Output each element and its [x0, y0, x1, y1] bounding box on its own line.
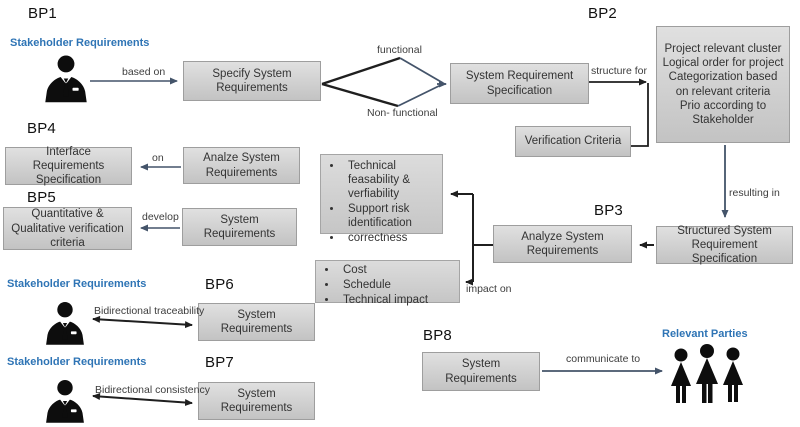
bullet-item: Technical impact — [338, 293, 455, 307]
businessperson-icon — [44, 378, 86, 424]
arrow-label-based-on: based on — [122, 66, 166, 78]
businessperson-icon — [44, 300, 86, 346]
cluster-line: Categorization based on relevant criteri… — [668, 71, 778, 98]
bullet-item: correctness — [343, 231, 438, 245]
box-system-requirements-bp7: System Requirements — [198, 382, 315, 420]
bp2-title: BP2 — [588, 5, 617, 22]
bp4-title: BP4 — [27, 120, 56, 137]
arrow-label-functional: functional — [377, 44, 422, 56]
criteria-bullet-box: Technical feasability & verfiability Sup… — [320, 154, 443, 244]
bp8-title: BP8 — [423, 327, 452, 344]
bp3-title: BP3 — [594, 202, 623, 219]
box-analyze-system-requirements: Analyze System Requirements — [493, 225, 632, 263]
box-verification-criteria: Verification Criteria — [515, 126, 631, 157]
box-quantitative-qualitative-verification-criteria: Quantitative & Qualitative verification … — [3, 207, 132, 250]
box-system-requirement-specification: System Requirement Specification — [450, 63, 589, 104]
bp6-title: BP6 — [205, 276, 234, 293]
box-system-requirements-bp6: System Requirements — [198, 303, 315, 341]
arrow-label-impact-on: impact on — [466, 283, 512, 295]
box-system-requirements-bp8: System Requirements — [422, 352, 540, 391]
arrow-label-communicate-to: communicate to — [566, 353, 641, 365]
arrow-bidirectional-traceability — [92, 315, 193, 329]
people-group-icon — [668, 344, 746, 408]
impact-bullet-box: Cost Schedule Technical impact — [315, 260, 460, 306]
bullet-item: Support risk identification — [343, 202, 438, 230]
box-interface-requirements-specification: Interface Requirements Specification — [5, 146, 132, 186]
arrow-bidirectional-consistency — [92, 393, 193, 406]
box-structured-system-requirement-specification: Structured System Requirement Specificat… — [656, 225, 793, 265]
arrow-label-bidirectional-traceability: Bidirectional traceability — [94, 305, 205, 317]
stakeholder-requirements-label-bp1: Stakeholder Requirements — [10, 37, 150, 49]
cluster-line: Prio according to Stakeholder — [679, 99, 767, 126]
businessperson-icon — [43, 54, 89, 103]
stakeholder-requirements-label-bp7: Stakeholder Requirements — [7, 356, 147, 368]
arrow-label-on: on — [152, 152, 164, 164]
arrow-label-structure-for: structure for — [591, 65, 648, 77]
stakeholder-requirements-label-bp6: Stakeholder Requirements — [7, 278, 147, 290]
box-system-requirements-bp5: System Requirements — [182, 208, 297, 246]
bullet-item: Schedule — [338, 278, 455, 292]
branch-diamond — [321, 56, 447, 108]
bullet-item: Technical feasability & verfiability — [343, 159, 438, 201]
arrow-label-resulting-in: resulting in — [729, 187, 780, 199]
bp7-title: BP7 — [205, 354, 234, 371]
arrow-label-develop: develop — [142, 211, 179, 223]
relevant-parties-label: Relevant Parties — [662, 328, 748, 340]
arrow-label-bidirectional-consistency: Bidirectional consistency — [95, 384, 210, 396]
cluster-line: Project relevant cluster — [664, 43, 782, 56]
bullet-item: Cost — [338, 263, 455, 277]
box-specify-system-requirements: Specify System Requirements — [183, 61, 321, 101]
box-analze-system-requirements: Analze System Requirements — [183, 147, 300, 184]
arrow-label-non-functional: Non- functional — [367, 107, 438, 119]
box-cluster-criteria: Project relevant cluster Logical order f… — [656, 26, 790, 143]
cluster-line: Logical order for project — [662, 57, 784, 70]
bp5-title: BP5 — [27, 189, 56, 206]
bp1-title: BP1 — [28, 5, 57, 22]
